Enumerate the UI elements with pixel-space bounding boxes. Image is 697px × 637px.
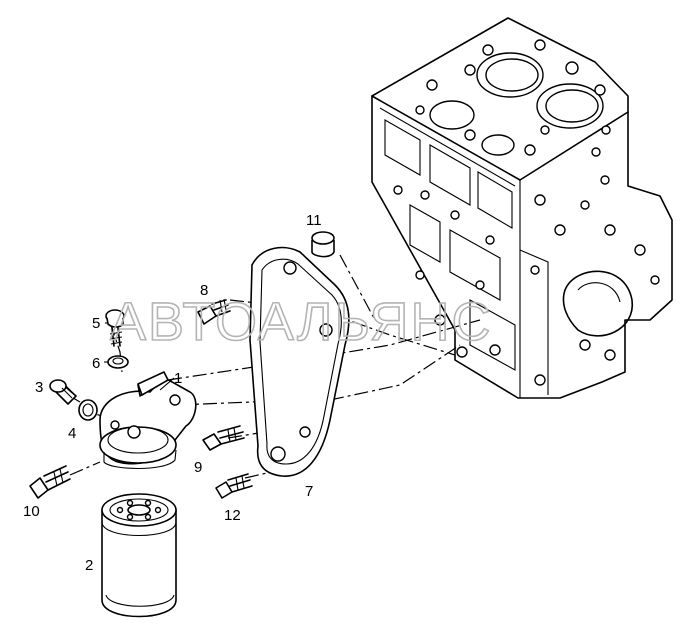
callout-7: 7 bbox=[305, 483, 313, 500]
callout-2: 2 bbox=[85, 557, 93, 574]
filter-cartridge bbox=[101, 493, 177, 618]
bolt-8 bbox=[197, 298, 231, 325]
callout-8: 8 bbox=[200, 282, 208, 299]
filter-head bbox=[99, 371, 197, 469]
spacer-sleeve bbox=[311, 231, 335, 258]
callout-12: 12 bbox=[224, 507, 241, 524]
engine-block bbox=[371, 17, 673, 399]
callout-6: 6 bbox=[92, 355, 100, 372]
adapter-plate bbox=[249, 246, 350, 477]
washer-6 bbox=[107, 355, 129, 369]
callout-labels: 1 2 3 4 5 6 7 8 9 10 11 12 bbox=[23, 212, 322, 574]
callout-10: 10 bbox=[23, 503, 40, 520]
watermark-text: АВТОАЛЬЯНС bbox=[110, 292, 492, 352]
leader-lines bbox=[104, 322, 175, 391]
bolt-10 bbox=[29, 465, 71, 499]
callout-4: 4 bbox=[68, 425, 76, 442]
callout-1: 1 bbox=[174, 370, 182, 387]
callout-11: 11 bbox=[306, 212, 322, 229]
callout-5: 5 bbox=[92, 315, 100, 332]
bolt-9 bbox=[202, 425, 245, 451]
callout-9: 9 bbox=[194, 459, 202, 476]
plug-3 bbox=[49, 379, 77, 405]
callout-3: 3 bbox=[35, 379, 43, 396]
o-ring-4 bbox=[78, 399, 98, 421]
bolt-5 bbox=[105, 309, 125, 347]
bolt-12 bbox=[215, 473, 253, 499]
